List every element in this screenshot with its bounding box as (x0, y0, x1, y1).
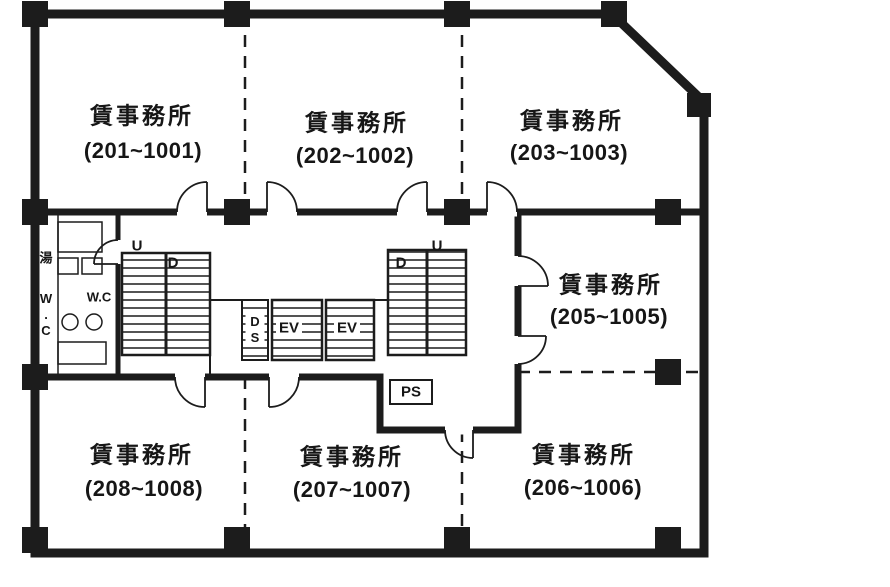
office-201-label: 賃事務所 (90, 102, 194, 129)
office-201-range: (201~1001) (83, 138, 203, 163)
elevator-right-label: EV (333, 319, 361, 337)
structural-columns (22, 1, 711, 553)
stair-left-down-label: D (167, 254, 179, 272)
office-202-range: (202~1002) (295, 143, 415, 168)
stair-right-down-label: D (395, 254, 407, 272)
office-202-label: 賃事務所 (305, 109, 409, 136)
office-207-label: 賃事務所 (300, 443, 404, 470)
pipe-shaft-box (389, 379, 433, 405)
office-208-range: (208~1008) (84, 476, 204, 501)
toilet-label: W.C (86, 289, 112, 305)
office-205-range: (205~1005) (549, 304, 669, 329)
stair-right-up-label: U (431, 237, 443, 255)
toilet-vertical-label: W.C (38, 291, 54, 339)
office-203-range: (203~1003) (509, 140, 629, 165)
pipe-shaft-label: PS (400, 383, 422, 401)
office-203-label: 賃事務所 (520, 107, 624, 134)
office-207-range: (207~1007) (292, 477, 412, 502)
stair-right (386, 248, 468, 357)
door-openings (113, 207, 523, 435)
stair-left (120, 251, 212, 357)
toilet-fixtures (57, 212, 107, 377)
office-205-label: 賃事務所 (559, 271, 663, 298)
duct-shaft-label: DS (245, 313, 265, 347)
stair-left-up-label: U (131, 237, 143, 255)
office-206-range: (206~1006) (523, 475, 643, 500)
door-swings (93, 181, 549, 459)
office-206-label: 賃事務所 (532, 441, 636, 468)
elevator-left-label: EV (275, 319, 303, 337)
exterior-walls (30, 9, 709, 558)
office-208-label: 賃事務所 (90, 441, 194, 468)
hot-water-label: 湯 (39, 250, 53, 266)
corridor-lines (209, 299, 388, 377)
